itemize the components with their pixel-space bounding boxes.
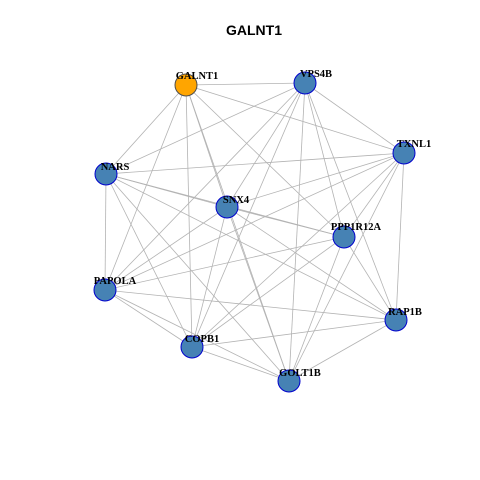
edge-papola-copb1 bbox=[104, 289, 193, 348]
edge-rap1b-copb1 bbox=[191, 319, 397, 348]
node-copb1 bbox=[180, 335, 204, 359]
edge-galnt1-ppp1r12a bbox=[185, 84, 345, 238]
edge-snx4-golt1b bbox=[226, 206, 290, 382]
edge-txnl1-ppp1r12a bbox=[343, 152, 405, 238]
node-label-nars: NARS bbox=[101, 162, 130, 173]
figure-title: GALNT1 bbox=[226, 22, 282, 38]
node-golt1b bbox=[277, 369, 301, 393]
node-label-golt1b: GOLT1B bbox=[279, 368, 321, 379]
edge-txnl1-golt1b bbox=[288, 152, 405, 382]
edge-galnt1-vps4b bbox=[185, 82, 306, 86]
node-vps4b bbox=[293, 71, 317, 95]
edge-vps4b-txnl1 bbox=[304, 82, 405, 154]
edge-copb1-golt1b bbox=[191, 346, 290, 382]
edge-ppp1r12a-golt1b bbox=[288, 236, 345, 382]
edge-vps4b-papola bbox=[104, 82, 306, 291]
node-label-papola: PAPOLA bbox=[94, 276, 137, 287]
node-label-txnl1: TXNL1 bbox=[397, 139, 431, 150]
node-label-ppp1r12a: PPP1R12A bbox=[331, 222, 382, 233]
node-nars bbox=[94, 162, 118, 186]
edge-rap1b-golt1b bbox=[288, 319, 397, 382]
edge-nars-golt1b bbox=[105, 173, 290, 382]
edge-txnl1-papola bbox=[104, 152, 405, 291]
edge-vps4b-ppp1r12a bbox=[304, 82, 345, 238]
edge-txnl1-copb1 bbox=[191, 152, 405, 348]
edge-ppp1r12a-papola bbox=[104, 236, 345, 291]
node-layer bbox=[93, 71, 416, 393]
edge-vps4b-nars bbox=[105, 82, 306, 175]
edge-snx4-rap1b bbox=[226, 206, 397, 321]
node-txnl1 bbox=[392, 141, 416, 165]
edge-txnl1-rap1b bbox=[395, 152, 405, 321]
edge-galnt1-nars bbox=[105, 84, 187, 175]
edge-txnl1-nars bbox=[105, 152, 405, 175]
node-label-galnt1: GALNT1 bbox=[176, 71, 219, 82]
edge-galnt1-papola bbox=[104, 84, 187, 291]
edge-papola-rap1b bbox=[104, 289, 397, 321]
edge-txnl1-snx4 bbox=[226, 152, 405, 208]
node-label-vps4b: VPS4B bbox=[300, 69, 332, 80]
edge-vps4b-copb1 bbox=[191, 82, 306, 348]
edge-vps4b-snx4 bbox=[226, 82, 306, 208]
edge-layer bbox=[104, 82, 405, 382]
node-label-copb1: COPB1 bbox=[185, 334, 219, 345]
edge-ppp1r12a-rap1b bbox=[343, 236, 397, 321]
node-papola bbox=[93, 278, 117, 302]
edge-snx4-papola bbox=[104, 206, 228, 291]
edge-nars-rap1b bbox=[105, 173, 397, 321]
node-rap1b bbox=[384, 308, 408, 332]
edge-galnt1-txnl1 bbox=[185, 84, 405, 154]
node-snx4 bbox=[215, 195, 239, 219]
node-ppp1r12a bbox=[332, 225, 356, 249]
edge-papola-golt1b bbox=[104, 289, 290, 382]
node-label-snx4: SNX4 bbox=[223, 195, 250, 206]
edge-nars-papola bbox=[104, 173, 107, 291]
edge-ppp1r12a-copb1 bbox=[191, 236, 345, 348]
node-label-rap1b: RAP1B bbox=[388, 307, 422, 318]
edge-vps4b-golt1b bbox=[288, 82, 306, 382]
edge-snx4-ppp1r12a bbox=[226, 206, 345, 238]
node-galnt1 bbox=[174, 73, 198, 97]
edge-snx4-copb1 bbox=[191, 206, 228, 348]
